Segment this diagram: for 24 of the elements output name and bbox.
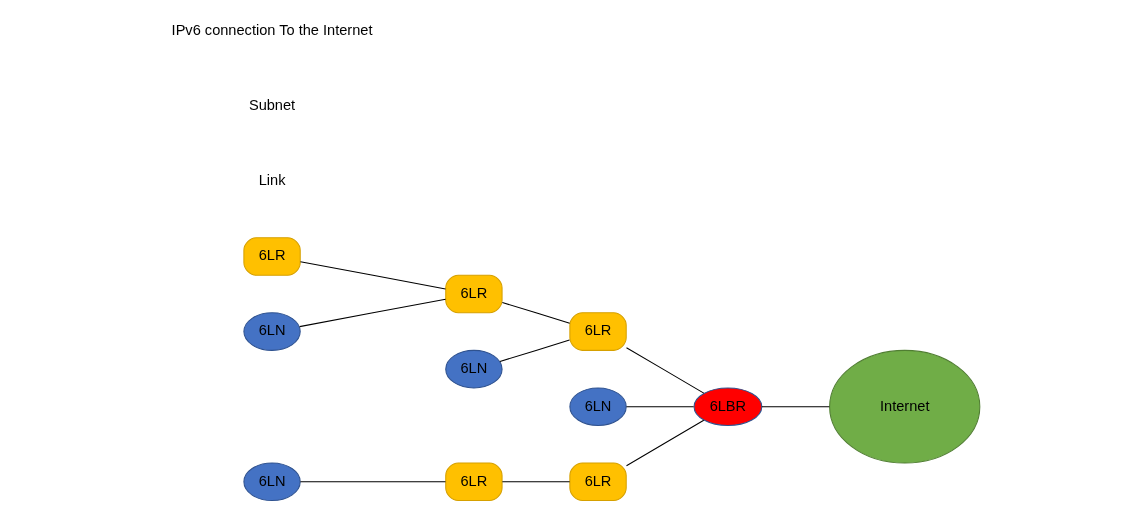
node-ellipse: 6LBR xyxy=(693,387,763,426)
node-box: 6LR xyxy=(569,312,627,351)
connector xyxy=(299,481,447,483)
connector xyxy=(501,301,571,324)
label: Link xyxy=(258,172,286,189)
node-ellipse: 6LN xyxy=(445,349,503,389)
connector xyxy=(761,406,830,408)
label: Subnet xyxy=(248,97,296,114)
node-box: 6LR xyxy=(243,237,301,276)
connector xyxy=(499,339,570,362)
connector xyxy=(501,481,571,483)
node-ellipse: Internet xyxy=(829,349,981,464)
connector xyxy=(299,298,447,328)
connector xyxy=(626,406,695,408)
connector xyxy=(626,347,705,394)
node-box: 6LR xyxy=(569,462,627,502)
label: IPv6 connection To the Internet xyxy=(171,22,373,39)
node-box: 6LR xyxy=(445,274,503,314)
node-ellipse: 6LN xyxy=(243,312,301,351)
node-ellipse: 6LN xyxy=(569,387,627,426)
connector xyxy=(299,261,447,290)
node-box: 6LR xyxy=(445,462,503,502)
connector xyxy=(626,419,705,467)
node-ellipse: 6LN xyxy=(243,462,301,502)
